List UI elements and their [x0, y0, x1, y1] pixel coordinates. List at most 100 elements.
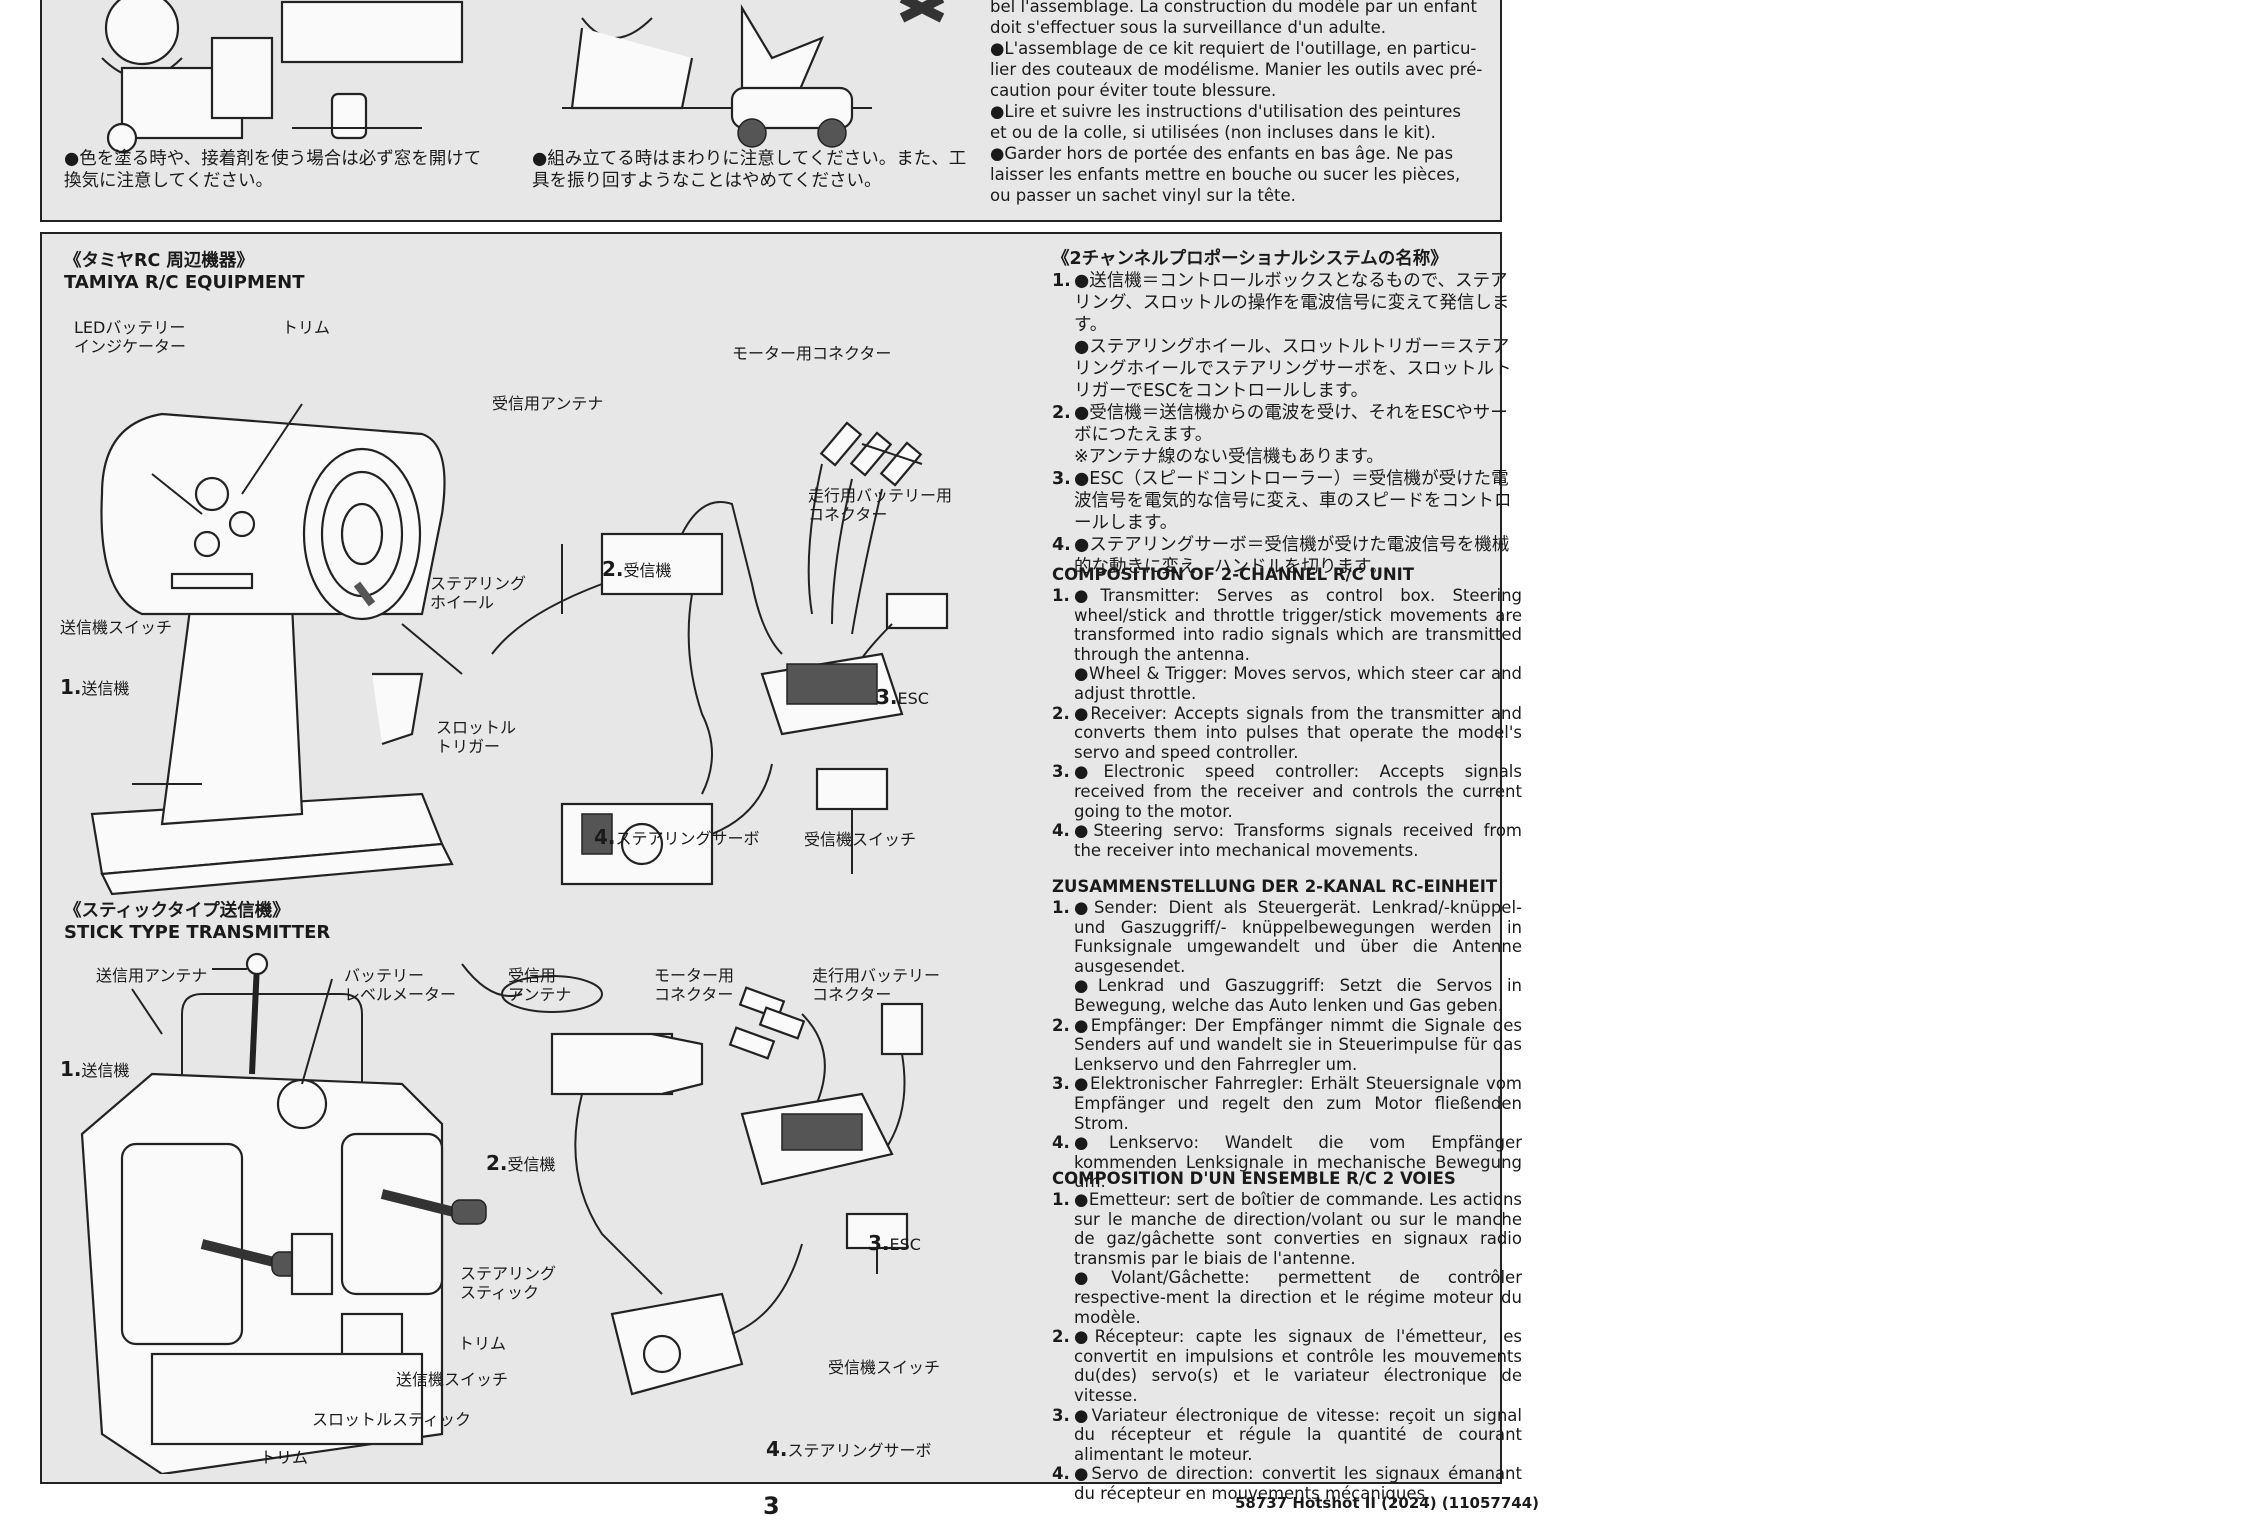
- item-text: ●ESC（スピードコントローラー）＝受信機が受けた電波信号を電気的な信号に変え、…: [1074, 469, 1512, 533]
- french-safety-line: laisser les enfants mettre en bouche ou …: [990, 165, 1461, 184]
- list-item: 4.●Servo de direction: convertit les sig…: [1052, 1464, 1522, 1503]
- stick-receiver-antenna-label: 受信用 アンテナ: [508, 966, 572, 1004]
- item-number: 4.: [1052, 535, 1071, 555]
- item-text: ●Electronic speed controller: Accepts si…: [1074, 762, 1522, 821]
- list-item: 1.●送信機＝コントロールボックスとなるもので、ステアリング、スロットルの操作を…: [1052, 270, 1522, 402]
- page-number: 3: [763, 1492, 780, 1520]
- list-item: 2.●Empfänger: Der Empfänger nimmt die Si…: [1052, 1016, 1522, 1075]
- list-item: 3.●Electronic speed controller: Accepts …: [1052, 762, 1522, 821]
- throttle-trigger-label: スロットル トリガー: [436, 718, 517, 756]
- item-text: ●Transmitter: Serves as control box. Ste…: [1074, 586, 1522, 664]
- stick-title-jp: 《スティックタイプ送信機》: [64, 901, 290, 921]
- item-text: ●受信機＝送信機からの電波を受け、それをESCやサーボにつたえます。: [1074, 403, 1508, 445]
- list-item: 2.●受信機＝送信機からの電波を受け、それをESCやサーボにつたえます。※アンテ…: [1052, 402, 1522, 468]
- french-safety-line: ●Lire et suivre les instructions d'utili…: [990, 102, 1461, 121]
- fr-description: COMPOSITION D'UN ENSEMBLE R/C 2 VOIES 1.…: [1052, 1168, 1522, 1504]
- stick-transmitter-switch-label: 送信機スイッチ: [396, 1370, 509, 1389]
- item-number: 4.: [1052, 1464, 1070, 1484]
- jp-items: 1.●送信機＝コントロールボックスとなるもので、ステアリング、スロットルの操作を…: [1052, 270, 1522, 578]
- french-safety-line: ●Garder hors de portée des enfants en ba…: [990, 144, 1454, 163]
- throttle-stick-label: スロットルスティック: [312, 1410, 472, 1429]
- rc-equipment-panel: 《タミヤRC 周辺機器》 TAMIYA R/C EQUIPMENT: [40, 232, 1522, 1503]
- painting-caption: ●色を塗る時や、接着剤を使う場合は必ず窓を開けて換気に注意してください。: [64, 149, 482, 191]
- assembly-illustration: [562, 0, 945, 148]
- item-number: 3.: [1052, 1074, 1070, 1094]
- item-text: ●ステアリングサーボ＝受信機が受けた電波信号を機械的な動きに変え、ハンドルを切り…: [1074, 535, 1510, 577]
- item-number: 1.: [1052, 898, 1070, 917]
- transmitter-antenna-label: 送信用アンテナ: [96, 966, 208, 985]
- esc-label: 3.ESC: [876, 685, 929, 709]
- trim-label: トリム: [282, 318, 331, 337]
- item-text: ●Servo de direction: convertit les signa…: [1074, 1464, 1522, 1503]
- transmitter-label: 1.送信機: [60, 675, 130, 699]
- transmitter-switch-label: 送信機スイッチ: [60, 618, 173, 637]
- item-text: ●Sender: Dient als Steuergerät. Lenkrad/…: [1074, 898, 1522, 976]
- item-text: ●送信機＝コントロールボックスとなるもので、ステアリング、スロットルの操作を電波…: [1074, 271, 1510, 335]
- stick-receiver-label: 2.受信機: [486, 1151, 556, 1175]
- safety-panel: ●色を塗る時や、接着剤を使う場合は必ず窓を開けて換気に注意してください。 ●組み…: [40, 0, 1502, 222]
- motor-connector-label: モーター用コネクター: [732, 344, 892, 363]
- french-safety-line: et ou de la colle, si utilisées (non inc…: [990, 123, 1436, 142]
- stick-receiver-switch-label: 受信機スイッチ: [828, 1358, 941, 1377]
- en-section-title: COMPOSITION OF 2-CHANNEL R/C UNIT: [1052, 565, 1415, 584]
- item-number: 3.: [1052, 1405, 1070, 1425]
- stick-motor-connector-label: モーター用 コネクター: [654, 966, 735, 1004]
- item-text: ●Lenkrad und Gaszuggriff: Setzt die Serv…: [1074, 976, 1522, 1015]
- led-indicator-label: LEDバッテリー インジケーター: [74, 318, 187, 356]
- list-item: 3.●ESC（スピードコントローラー）＝受信機が受けた電波信号を電気的な信号に変…: [1052, 468, 1522, 534]
- item-number: 2.: [1052, 1327, 1070, 1347]
- stick-title-en: STICK TYPE TRANSMITTER: [64, 922, 331, 943]
- item-text: ●Variateur électronique de vitesse: reço…: [1074, 1405, 1522, 1464]
- product-code: 58737 Hotshot II (2024) (11057744): [1235, 1494, 1540, 1512]
- stick-transmitter-diagram: [80, 952, 924, 1474]
- item-number: 2.: [1052, 403, 1071, 423]
- servo-label: 4.ステアリングサーボ: [594, 825, 760, 849]
- stick-esc-label: 3.ESC: [868, 1231, 921, 1255]
- french-safety-line: caution pour éviter toute blessure.: [990, 81, 1277, 100]
- french-safety-line: lier des couteaux de modélisme. Manier l…: [990, 60, 1483, 79]
- item-text: ●Elektronischer Fahrregler: Erhält Steue…: [1074, 1074, 1522, 1133]
- item-number: 4.: [1052, 821, 1070, 841]
- de-description: ZUSAMMENSTELLUNG DER 2-KANAL RC-EINHEIT …: [1052, 876, 1522, 1192]
- item-text: ●Empfänger: Der Empfänger nimmt die Sign…: [1074, 1015, 1522, 1074]
- receiver-antenna-label: 受信用アンテナ: [492, 394, 604, 413]
- jp-description: 《2チャンネルプロポーショナルシステムの名称》 1.●送信機＝コントロールボック…: [1052, 248, 1522, 578]
- item-number: 3.: [1052, 762, 1070, 782]
- battery-meter-label: バッテリー レベルメーター: [344, 966, 457, 1004]
- fr-items: 1.●Emetteur: sert de boîtier de commande…: [1052, 1190, 1522, 1504]
- french-safety-text: bel l'assemblage. La construction du mod…: [990, 0, 1490, 206]
- item-text: ●Receiver: Accepts signals from the tran…: [1074, 703, 1522, 762]
- item-number: 1.: [1052, 1190, 1070, 1209]
- stick-transmitter-label: 1.送信機: [60, 1057, 130, 1081]
- list-item: 1.●Sender: Dient als Steuergerät. Lenkra…: [1052, 898, 1522, 1016]
- item-text: ●Lenkservo: Wandelt die vom Empfänger ko…: [1074, 1133, 1522, 1192]
- list-item: 4.●Steering servo: Transforms signals re…: [1052, 821, 1522, 860]
- equipment-title-en: TAMIYA R/C EQUIPMENT: [64, 272, 305, 293]
- battery-connector-label: 走行用バッテリー用 コネクター: [808, 486, 953, 524]
- item-number: 1.: [1052, 586, 1070, 605]
- list-item: 4.●Lenkservo: Wandelt die vom Empfänger …: [1052, 1133, 1522, 1192]
- item-text: ●Récepteur: capte les signaux de l'émett…: [1074, 1327, 1522, 1405]
- list-item: 2.●Receiver: Accepts signals from the tr…: [1052, 704, 1522, 763]
- jp-section-title: 《2チャンネルプロポーショナルシステムの名称》: [1052, 249, 1448, 269]
- item-number: 4.: [1052, 1133, 1070, 1153]
- french-safety-line: bel l'assemblage. La construction du mod…: [990, 0, 1477, 16]
- equipment-title-jp: 《タミヤRC 周辺機器》: [64, 251, 254, 271]
- item-text: ※アンテナ線のない受信機もあります。: [1074, 447, 1384, 467]
- stick-trim-label: トリム: [458, 1334, 507, 1353]
- stick-servo-label: 4.ステアリングサーボ: [766, 1437, 932, 1461]
- receiver-switch-label: 受信機スイッチ: [804, 830, 917, 849]
- item-text: ●ステアリングホイール、スロットルトリガー＝ステアリングホイールでステアリングサ…: [1074, 337, 1512, 401]
- steering-stick-label: ステアリング スティック: [460, 1264, 557, 1302]
- stick-battery-connector-label: 走行用バッテリー コネクター: [812, 966, 941, 1004]
- item-number: 2.: [1052, 703, 1070, 723]
- item-text: ●Volant/Gâchette: permettent de contrôle…: [1074, 1268, 1522, 1327]
- assembly-caption: ●組み立てる時はまわりに注意してください。また、工具を振り回すようなことはやめて…: [532, 149, 967, 191]
- item-text: ●Steering servo: Transforms signals rece…: [1074, 821, 1522, 860]
- steering-wheel-label: ステアリング ホイール: [430, 574, 527, 612]
- french-safety-line: ●L'assemblage de ce kit requiert de l'ou…: [990, 39, 1477, 58]
- list-item: 3.●Elektronischer Fahrregler: Erhält Ste…: [1052, 1074, 1522, 1133]
- painting-illustration: [101, 0, 464, 154]
- list-item: 2.●Récepteur: capte les signaux de l'éme…: [1052, 1327, 1522, 1405]
- french-safety-line: doit s'effectuer sous la surveillance d'…: [990, 18, 1386, 37]
